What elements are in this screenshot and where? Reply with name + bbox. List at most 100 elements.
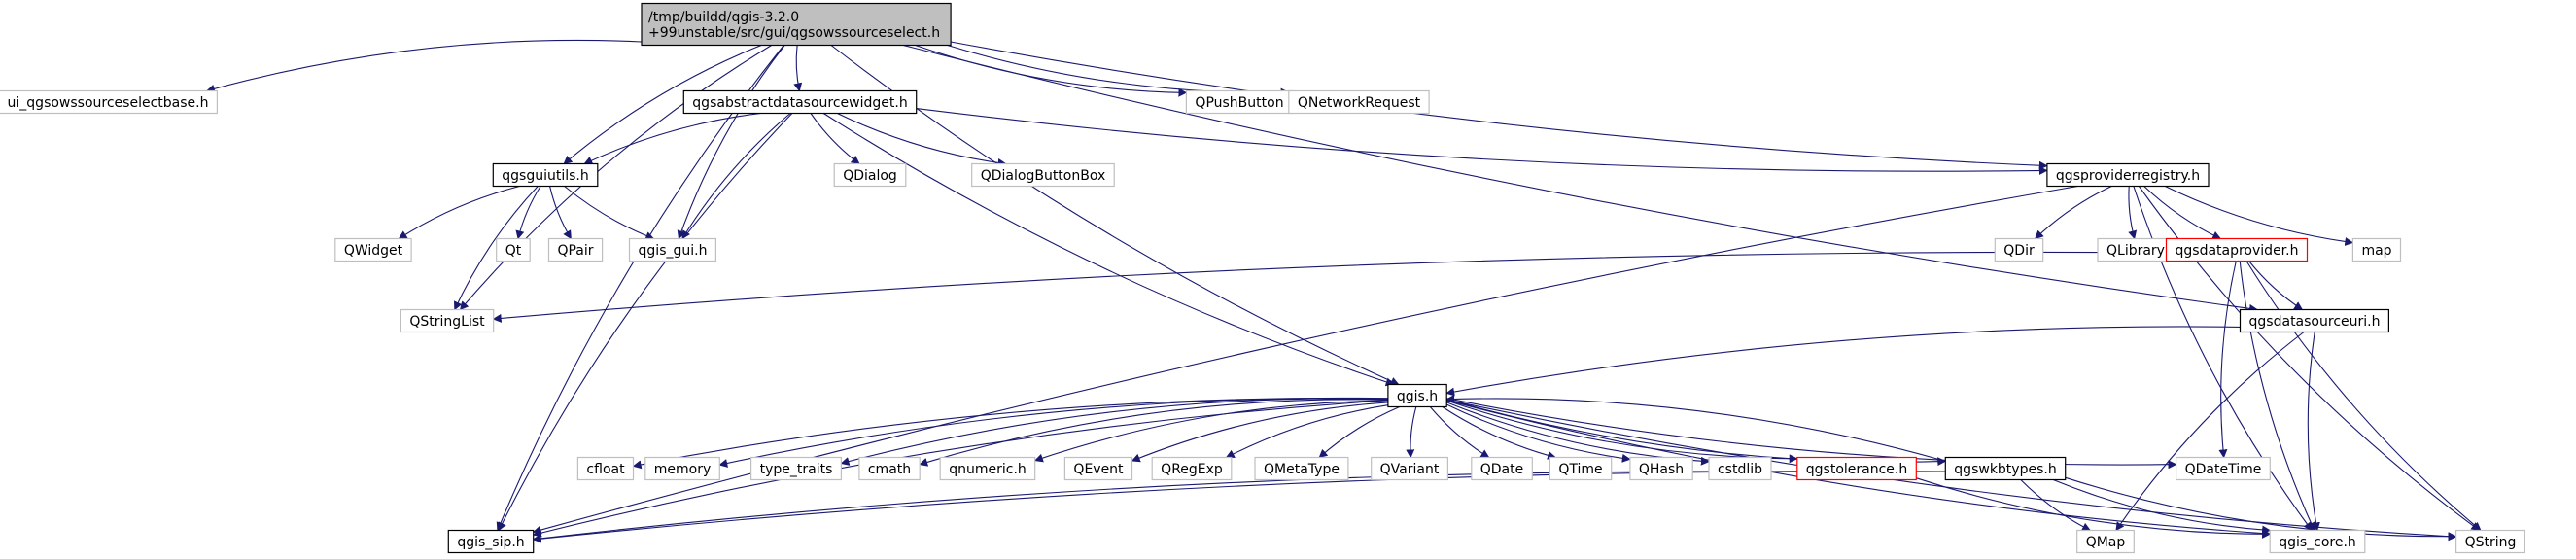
node-registry[interactable]: qgsproviderregistry.h [2046, 162, 2210, 188]
node-box-qmap [2076, 529, 2135, 554]
node-box-qdate [1471, 456, 1533, 481]
node-box-qdialogbuttonbox [971, 162, 1115, 188]
node-label-cmath: cmath [868, 462, 911, 477]
node-ui_base: ui_qgsowssourceselectbase.h [0, 89, 218, 115]
edge-wkbtypes-to-qgis_sip [532, 471, 1946, 543]
node-box-qdatetime [2176, 456, 2271, 481]
node-box-qnumeric [939, 456, 1036, 481]
edge-guiutils-to-qgis_gui [564, 186, 655, 240]
edge-guiutils-to-qstringlist [454, 186, 539, 311]
edge-absw-to-guiutils [583, 112, 761, 165]
edge-datasourceuri-to-qmap [2115, 332, 2305, 532]
edge-qgis_h-to-qevent [1131, 402, 1388, 463]
node-box-cstdlib [1708, 456, 1772, 481]
edge-guiutils-to-qpair [549, 186, 572, 240]
node-label-guiutils: qgsguiutils.h [502, 168, 588, 184]
node-box-qmetatype [1254, 456, 1349, 481]
node-label-qlibrary: QLibrary [2106, 243, 2165, 259]
edge-qgis_h-to-qdate [1429, 406, 1490, 458]
node-qgis_core: qgis_core.h [2269, 529, 2366, 554]
node-qwidget: QWidget [334, 237, 412, 262]
edge-qgis_h-to-qmetatype [1318, 405, 1401, 459]
node-cstdlib: cstdlib [1708, 456, 1772, 481]
edge-root-to-guiutils [563, 44, 762, 165]
node-memory: memory [644, 456, 720, 481]
edge-guiutils-to-qt [515, 186, 541, 240]
edge-wkbtypes-to-qstring [2065, 476, 2457, 542]
edge-dataprovider-to-qdatetime [2218, 261, 2237, 459]
node-box-datasourceuri [2239, 308, 2389, 333]
node-qgis_sip[interactable]: qgis_sip.h [447, 529, 535, 554]
node-label-qgis_gui: qgis_gui.h [639, 243, 708, 259]
node-label-type_traits: type_traits [760, 462, 833, 477]
node-qgis_gui: qgis_gui.h [628, 237, 717, 262]
node-label-qdatetime: QDateTime [2185, 462, 2262, 477]
edge-dataprovider-to-qgis_core [2239, 261, 2315, 532]
node-qmap: QMap [2076, 529, 2135, 554]
node-qdir: QDir [1994, 237, 2044, 262]
edge-qgis_h-to-qhash [1445, 403, 1631, 463]
edge-absw-to-qgis_h [822, 113, 1395, 387]
node-label-memory: memory [654, 462, 712, 477]
node-label-qmap: QMap [2086, 535, 2126, 550]
node-qregexp: QRegExp [1151, 456, 1233, 481]
node-label-datasourceuri: qgsdatasourceuri.h [2249, 314, 2381, 330]
node-label-map: map [2361, 243, 2391, 259]
node-label-qdialog: QDialog [843, 168, 897, 184]
node-guiutils[interactable]: qgsguiutils.h [492, 162, 599, 188]
edge-datasourceuri-to-qgis_core [2307, 332, 2320, 532]
node-absw[interactable]: qgsabstractdatasourcewidget.h [682, 89, 918, 115]
node-label-qgis_sip: qgis_sip.h [457, 535, 524, 550]
edge-absw-to-qdialog [810, 113, 860, 165]
node-box-qgis_gui [628, 237, 717, 262]
edge-qgis_h-to-qnumeric [1033, 400, 1388, 463]
node-qnetworkrequest: QNetworkRequest [1288, 89, 1430, 115]
node-qpushbutton: QPushButton [1185, 89, 1294, 115]
edge-qgis_h-to-qregexp [1225, 404, 1388, 458]
edge-registry-to-map [2164, 186, 2354, 246]
node-box-qgis_core [2269, 529, 2366, 554]
node-cmath: cmath [858, 456, 921, 481]
node-qdate: QDate [1471, 456, 1533, 481]
node-root: /tmp/buildd/qgis-3.2.0+99unstable/src/gu… [641, 2, 952, 47]
edge-root-to-absw [793, 45, 803, 92]
node-label-registry: qgsproviderregistry.h [2056, 168, 2200, 184]
node-wkbtypes[interactable]: qgswkbtypes.h [1944, 456, 2067, 481]
node-box-map [2351, 237, 2402, 262]
node-label-qmetatype: QMetaType [1264, 462, 1340, 477]
node-label-root-0: /tmp/buildd/qgis-3.2.0 [648, 10, 799, 25]
edge-dataprovider-to-qstring [2245, 261, 2482, 532]
node-label-qvariant: QVariant [1380, 462, 1440, 477]
node-box-ui_base [0, 89, 218, 115]
edge-registry-to-qlibrary [2128, 186, 2138, 240]
node-label-qnumeric: qnumeric.h [949, 462, 1027, 477]
node-box-type_traits [749, 456, 842, 481]
node-label-wkbtypes: qgswkbtypes.h [1954, 462, 2056, 477]
node-box-qstringlist [400, 308, 495, 333]
edge-root-to-qpushbutton [915, 44, 1188, 97]
node-box-root [641, 2, 952, 47]
node-qgis_h[interactable]: qgis.h [1387, 383, 1447, 408]
edge-qgis_h-to-qvariant [1406, 406, 1417, 459]
node-label-qgis_h: qgis.h [1397, 389, 1438, 404]
edge-absw-to-qdialogbuttonbox [837, 113, 1007, 167]
node-label-qtime: QTime [1558, 462, 1602, 477]
node-box-registry [2046, 162, 2210, 188]
edge-root-to-datasourceuri [902, 44, 2258, 313]
node-label-qdate: QDate [1480, 462, 1523, 477]
edge-registry-to-qgis_core [2133, 186, 2313, 532]
node-label-cstdlib: cstdlib [1718, 462, 1762, 477]
edge-root-to-qgis_gui [677, 45, 785, 240]
edge-absw-to-registry [916, 108, 2048, 176]
node-qhash: QHash [1629, 456, 1693, 481]
edge-qgis_h-to-wkbtypes [1445, 399, 1947, 467]
edge-dataprovider-to-datasourceuri [2248, 261, 2304, 310]
edge-tolerance-to-qgis_core [1916, 477, 2272, 539]
node-label-qpushbutton: QPushButton [1195, 95, 1283, 111]
node-box-tolerance [1796, 456, 1917, 481]
node-label-absw: qgsabstractdatasourcewidget.h [692, 95, 907, 111]
node-box-qgis_sip [447, 529, 535, 554]
node-datasourceuri[interactable]: qgsdatasourceuri.h [2239, 308, 2389, 333]
edge-wkbtypes-to-qgis_core [2052, 478, 2272, 535]
edge-root-to-qgis_sip [496, 45, 784, 532]
